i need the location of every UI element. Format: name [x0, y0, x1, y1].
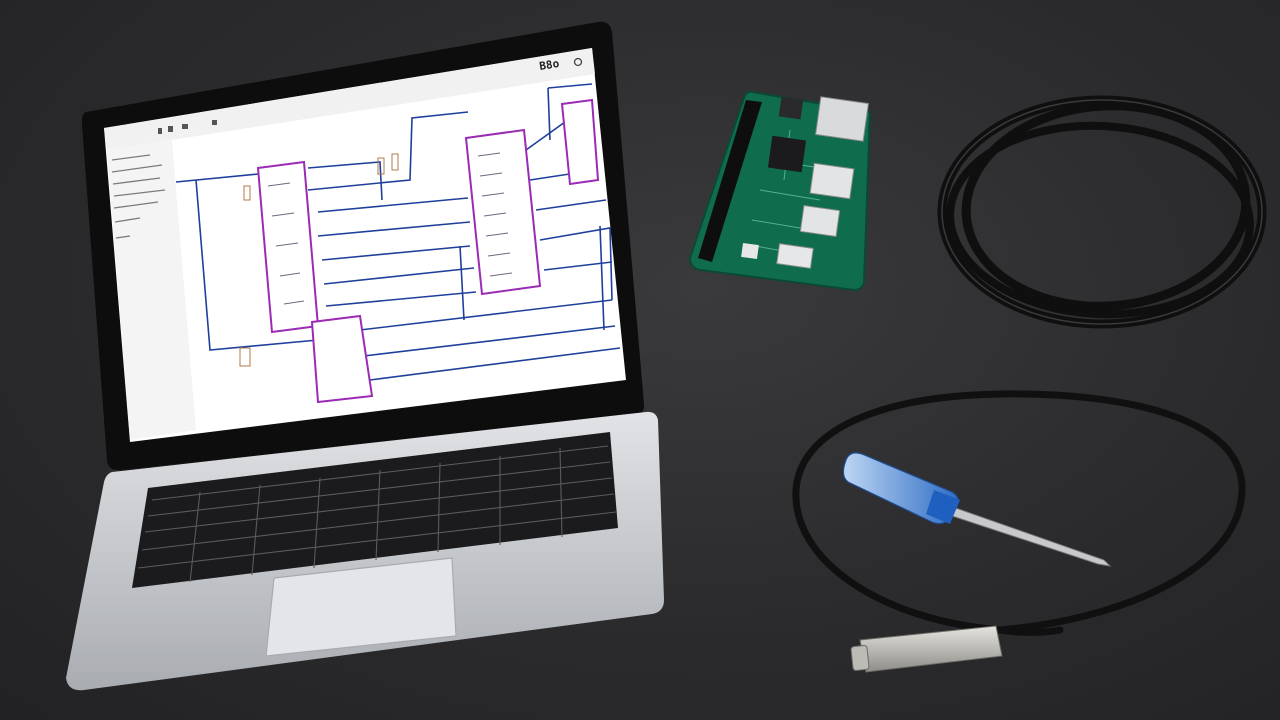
chip-pin-labels	[267, 152, 513, 305]
laptop-trackpad[interactable]	[265, 557, 457, 657]
schematic-small-parts	[239, 153, 399, 367]
board-ethernet-port	[815, 96, 869, 142]
chip-u3	[310, 314, 374, 404]
laptop-screen: B8o	[104, 48, 626, 442]
laptop-keyboard[interactable]	[132, 432, 618, 588]
coiled-cable-icon	[937, 95, 1267, 329]
board-pin-header	[698, 100, 762, 262]
probe-body	[859, 625, 1003, 673]
screwdriver-collar	[926, 490, 960, 524]
board-power-port	[776, 243, 814, 269]
board-usb-port-1	[809, 162, 855, 200]
screwdriver-shaft	[945, 505, 1112, 567]
chip-u4	[560, 98, 600, 186]
chip-u2	[464, 128, 542, 296]
probe-tip	[850, 645, 870, 671]
keyboard-keys	[137, 445, 617, 583]
screen-topbar-text: B8o	[538, 57, 560, 73]
screen-toolbar-icons	[158, 120, 217, 134]
circuit-board-icon	[688, 90, 872, 292]
screwdriver-icon	[842, 452, 1112, 567]
temperature-probe-icon	[850, 625, 1003, 673]
board-small-part	[741, 242, 759, 260]
board-usb-port-2	[799, 205, 841, 237]
screen-topbar	[104, 48, 595, 150]
laptop: B8o	[66, 21, 664, 691]
screen-sidebar	[107, 140, 196, 440]
board-capacitor	[778, 96, 804, 120]
probe-cable	[792, 390, 1246, 636]
sidebar-lines	[111, 154, 166, 239]
board-main-chip	[767, 135, 807, 173]
schematic-chips	[256, 98, 600, 404]
search-icon[interactable]	[573, 57, 583, 67]
